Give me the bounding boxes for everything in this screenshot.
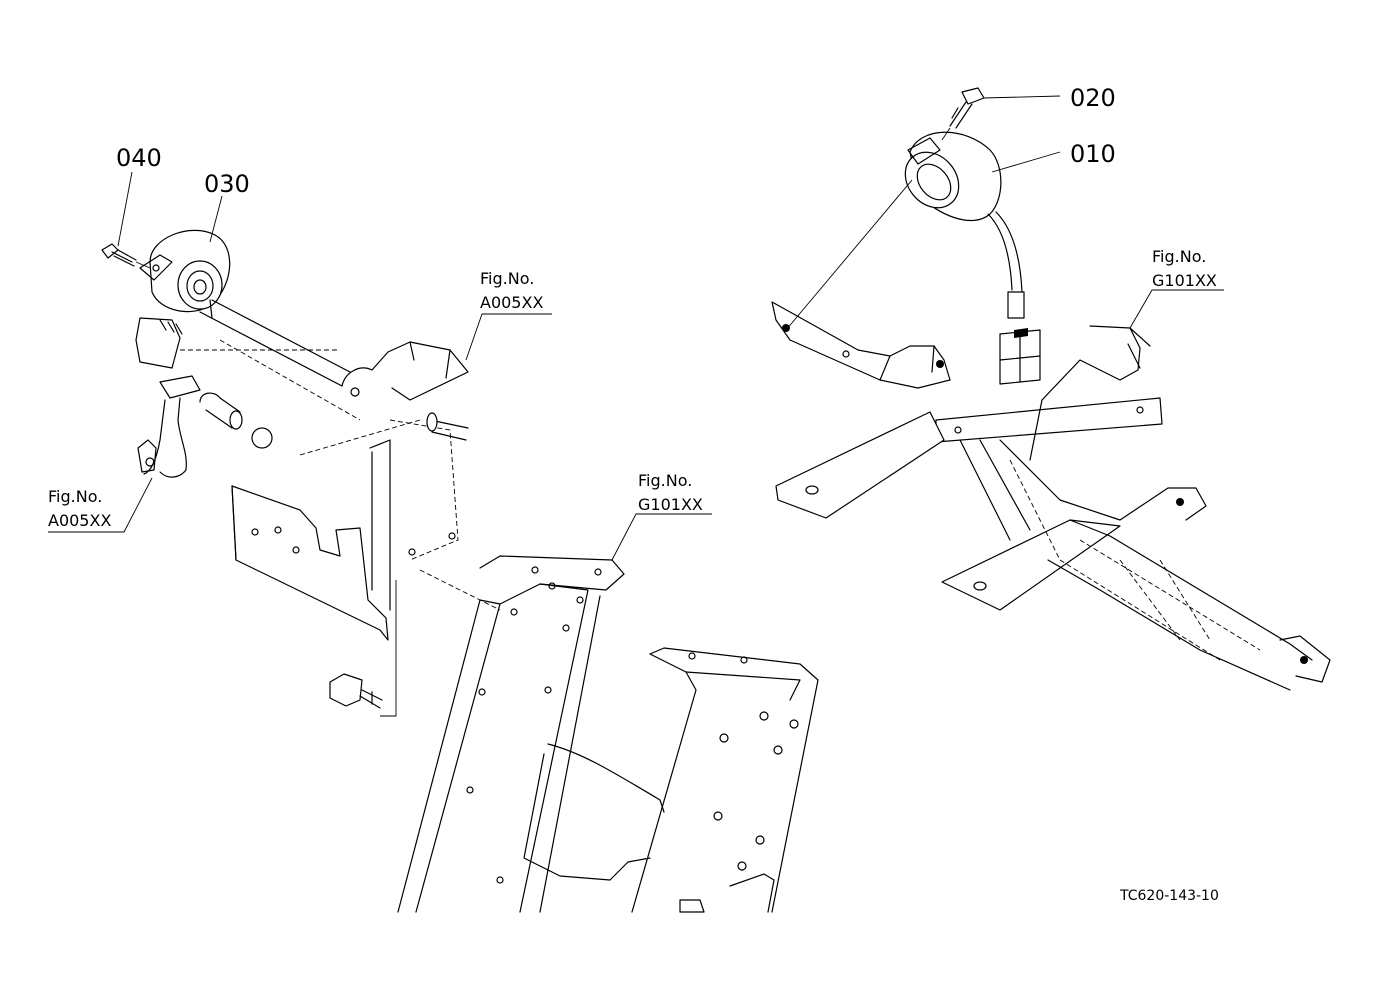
flange-bolt[interactable] bbox=[329, 580, 397, 717]
right-assembly bbox=[771, 87, 1331, 691]
clamp-bracket bbox=[137, 339, 421, 478]
frame-structure bbox=[941, 325, 1331, 691]
frame-channel-back bbox=[523, 647, 819, 913]
figure-ref-code: G101XX bbox=[1152, 271, 1217, 290]
label-010: 010 bbox=[1070, 140, 1116, 168]
left-assembly bbox=[101, 229, 819, 913]
figure-ref-caption: Fig.No. bbox=[48, 487, 102, 506]
lever-arm bbox=[199, 299, 469, 401]
mounting-plate bbox=[231, 412, 469, 641]
label-040: 040 bbox=[116, 144, 162, 172]
figure-ref-caption: Fig.No. bbox=[638, 471, 692, 490]
sensor-030[interactable] bbox=[135, 229, 231, 369]
figure-ref-code: A005XX bbox=[480, 293, 543, 312]
frame-panel-front bbox=[397, 555, 625, 913]
sensor-010[interactable] bbox=[894, 131, 1041, 385]
screw-020[interactable] bbox=[941, 87, 985, 141]
figure-ref-caption: Fig.No. bbox=[1152, 247, 1206, 266]
figure-ref-g101-right[interactable]: Fig.No. G101XX bbox=[1152, 247, 1217, 290]
drawing-code: TC620-143-10 bbox=[1119, 888, 1219, 904]
label-020: 020 bbox=[1070, 84, 1116, 112]
figure-ref-code: A005XX bbox=[48, 511, 111, 530]
guide-line-010 bbox=[785, 179, 913, 331]
screw-040[interactable] bbox=[101, 243, 151, 269]
figure-ref-code: G101XX bbox=[638, 495, 703, 514]
figure-ref-a005-upper[interactable]: Fig.No. A005XX bbox=[480, 269, 543, 312]
figure-ref-g101-left[interactable]: Fig.No. G101XX bbox=[638, 471, 703, 514]
figure-ref-a005-lower[interactable]: Fig.No. A005XX bbox=[48, 487, 111, 530]
label-030: 030 bbox=[204, 170, 250, 198]
leaders bbox=[48, 95, 1224, 561]
bracket-strip-upper bbox=[771, 301, 951, 389]
figure-ref-caption: Fig.No. bbox=[480, 269, 534, 288]
cross-bar bbox=[775, 397, 1163, 519]
